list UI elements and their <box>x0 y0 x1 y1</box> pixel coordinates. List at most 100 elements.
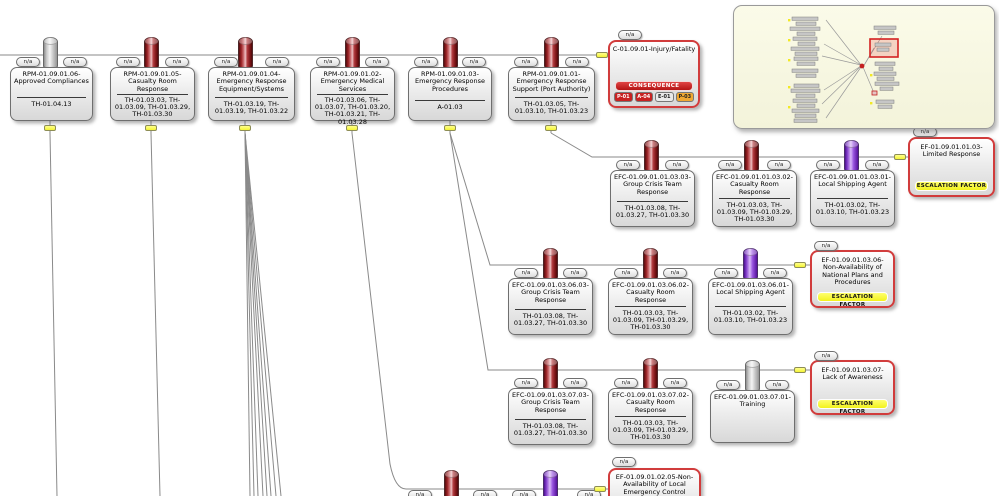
na-badge: n/a <box>814 241 838 251</box>
consequence-badge: P-03 <box>675 92 694 102</box>
na-badge: n/a <box>763 268 787 278</box>
escalation-factor-node[interactable]: EF-01.09.01.01.03-Limited Response ESCAL… <box>908 137 995 197</box>
barrier-cylinder-red <box>544 37 559 68</box>
ef-title: EF-01.09.01.03.07-Lack of Awareness <box>821 366 884 382</box>
node-refs: TH-01.03.03, TH-01.03.09, TH-01.03.29, T… <box>114 95 191 119</box>
node-refs: TH-01.03.02, TH-01.03.10, TH-01.03.23 <box>713 308 788 324</box>
barrier-cylinder-red <box>444 470 459 496</box>
na-badge: n/a <box>767 160 791 170</box>
minimap-overview[interactable] <box>733 5 995 129</box>
efc-barrier-node[interactable]: EFC-01.09.01.03.07.03-Group Crisis Team … <box>508 388 593 445</box>
node-title: EFC-01.09.01.01.03.02-Casualty Room Resp… <box>715 173 794 196</box>
na-badge: n/a <box>865 160 889 170</box>
na-badge: n/a <box>16 57 40 67</box>
ef-title: EF-01.09.01.03.06-Non-Availability of Na… <box>821 256 884 286</box>
na-badge: n/a <box>612 457 636 467</box>
barrier-cylinder-red <box>744 140 759 171</box>
node-title: RPM-01.09.01.02-Emergency Medical Servic… <box>320 70 385 93</box>
efc-barrier-node[interactable]: EFC-01.09.01.01.03.02-Casualty Room Resp… <box>712 170 797 227</box>
minimap-consequence-dot <box>871 90 878 96</box>
barrier-cylinder-red <box>543 358 558 389</box>
na-badge: n/a <box>665 160 689 170</box>
escalation-factor-node[interactable]: EF-01.09.01.03.07-Lack of Awareness ESCA… <box>810 360 895 415</box>
node-divider <box>17 96 86 99</box>
na-badge: n/a <box>563 268 587 278</box>
node-refs: A-01.03 <box>437 103 463 112</box>
minimap-graphic <box>788 16 900 123</box>
link-marker[interactable] <box>444 125 456 131</box>
ef-title: EF-01.09.01.01.03-Limited Response <box>920 143 983 159</box>
node-title: EFC-01.09.01.03.07.02-Casualty Room Resp… <box>611 391 690 414</box>
na-badge: n/a <box>577 490 601 496</box>
link-marker[interactable] <box>545 125 557 131</box>
escalation-factor-node[interactable]: EF-01.09.01.02.05-Non-Availability of Lo… <box>608 468 701 496</box>
rpm-barrier-node[interactable]: RPM-01.09.01.02-Emergency Medical Servic… <box>310 67 395 125</box>
escalation-factor-banner: ESCALATION FACTOR <box>817 399 888 415</box>
link-marker[interactable] <box>346 125 358 131</box>
node-title: RPM-01.09.01.04-Emergency Response Equip… <box>216 70 287 93</box>
link-marker[interactable] <box>44 125 56 131</box>
escalation-factor-node[interactable]: EF-01.09.01.03.06-Non-Availability of Na… <box>810 250 895 308</box>
node-refs: TH-01.03.08, TH-01.03.27, TH-01.03.30 <box>615 204 690 220</box>
consequence-node[interactable]: C-01.09.01-Injury/Fatality CONSEQUENCE P… <box>608 40 700 108</box>
barrier-cylinder-red <box>644 140 659 171</box>
barrier-cylinder-red <box>643 248 658 279</box>
escalation-factor-banner: ESCALATION FACTOR <box>817 292 888 308</box>
link-marker[interactable] <box>594 486 606 492</box>
escalation-factor-banner: ESCALATION FACTOR <box>915 181 988 191</box>
rpm-barrier-node[interactable]: RPM-01.09.01.05-Casualty Room Response T… <box>110 67 195 121</box>
na-badge: n/a <box>663 378 687 388</box>
node-refs: TH-01.03.08, TH-01.03.27, TH-01.03.30 <box>513 312 588 328</box>
node-divider <box>215 96 288 99</box>
na-badge: n/a <box>565 57 589 67</box>
rpm-barrier-node[interactable]: RPM-01.09.01.04-Emergency Response Equip… <box>208 67 295 121</box>
node-refs: TH-01.03.06, TH-01.03.07, TH-01.03.20, T… <box>314 95 391 126</box>
link-marker[interactable] <box>145 125 157 131</box>
rpm-barrier-node[interactable]: RPM-01.09.01.01-Emergency Response Suppo… <box>508 67 595 121</box>
barrier-cylinder-red <box>443 37 458 68</box>
efc-barrier-node[interactable]: EFC-01.09.01.03.06.02-Casualty Room Resp… <box>608 278 693 335</box>
efc-barrier-node[interactable]: EFC-01.09.01.01.03.03-Group Crisis Team … <box>610 170 695 227</box>
consequence-badge: E-01 <box>655 92 674 102</box>
na-badge: n/a <box>614 378 638 388</box>
link-marker[interactable] <box>894 154 906 160</box>
na-badge: n/a <box>663 268 687 278</box>
na-badge: n/a <box>716 380 740 390</box>
node-title: EFC-01.09.01.03.06.03-Group Crisis Team … <box>511 281 590 304</box>
node-refs: TH-01.03.03, TH-01.03.09, TH-01.03.29, T… <box>716 200 793 224</box>
consequence-banner: CONSEQUENCE <box>615 81 693 91</box>
efc-barrier-node[interactable]: EFC-01.09.01.03.06.01-Local Shipping Age… <box>708 278 793 335</box>
barrier-cylinder-red <box>543 248 558 279</box>
node-title: RPM-01.09.01.06-Approved Compliances <box>14 70 89 86</box>
rpm-barrier-node[interactable]: RPM-01.09.01.06-Approved Compliances TH-… <box>10 67 93 121</box>
na-badge: n/a <box>265 57 289 67</box>
link-marker[interactable] <box>794 262 806 268</box>
barrier-cylinder-red <box>144 37 159 68</box>
link-marker[interactable] <box>794 367 806 373</box>
node-title: EFC-01.09.01.03.07.03-Group Crisis Team … <box>511 391 590 414</box>
efc-barrier-node[interactable]: EFC-01.09.01.03.07.01-Training <box>710 390 795 443</box>
rpm-barrier-node[interactable]: RPM-01.09.01.03-Emergency Response Proce… <box>408 67 492 121</box>
na-badge: n/a <box>514 378 538 388</box>
node-refs: TH-01.03.19, TH-01.03.19, TH-01.03.22 <box>214 99 289 115</box>
efc-barrier-node[interactable]: EFC-01.09.01.03.06.03-Group Crisis Team … <box>508 278 593 335</box>
node-divider <box>415 100 485 102</box>
node-divider <box>715 305 786 308</box>
link-marker[interactable] <box>239 125 251 131</box>
na-badge: n/a <box>514 57 538 67</box>
efc-barrier-node[interactable]: EFC-01.09.01.01.03.01-Local Shipping Age… <box>810 170 895 227</box>
consequence-badge: A-04 <box>634 92 653 102</box>
link-marker[interactable] <box>596 52 608 58</box>
na-badge: n/a <box>414 57 438 67</box>
node-refs: TH-01.04.13 <box>31 99 72 108</box>
node-title: RPM-01.09.01.01-Emergency Response Suppo… <box>512 70 591 93</box>
barrier-cylinder-red <box>643 358 658 389</box>
node-divider <box>617 201 688 203</box>
na-badge: n/a <box>563 378 587 388</box>
node-title: EFC-01.09.01.03.06.02-Casualty Room Resp… <box>611 281 690 304</box>
node-refs: TH-01.03.05, TH-01.03.10, TH-01.03.23 <box>514 99 589 115</box>
barrier-cylinder-silver <box>745 360 760 391</box>
efc-barrier-node[interactable]: EFC-01.09.01.03.07.02-Casualty Room Resp… <box>608 388 693 445</box>
